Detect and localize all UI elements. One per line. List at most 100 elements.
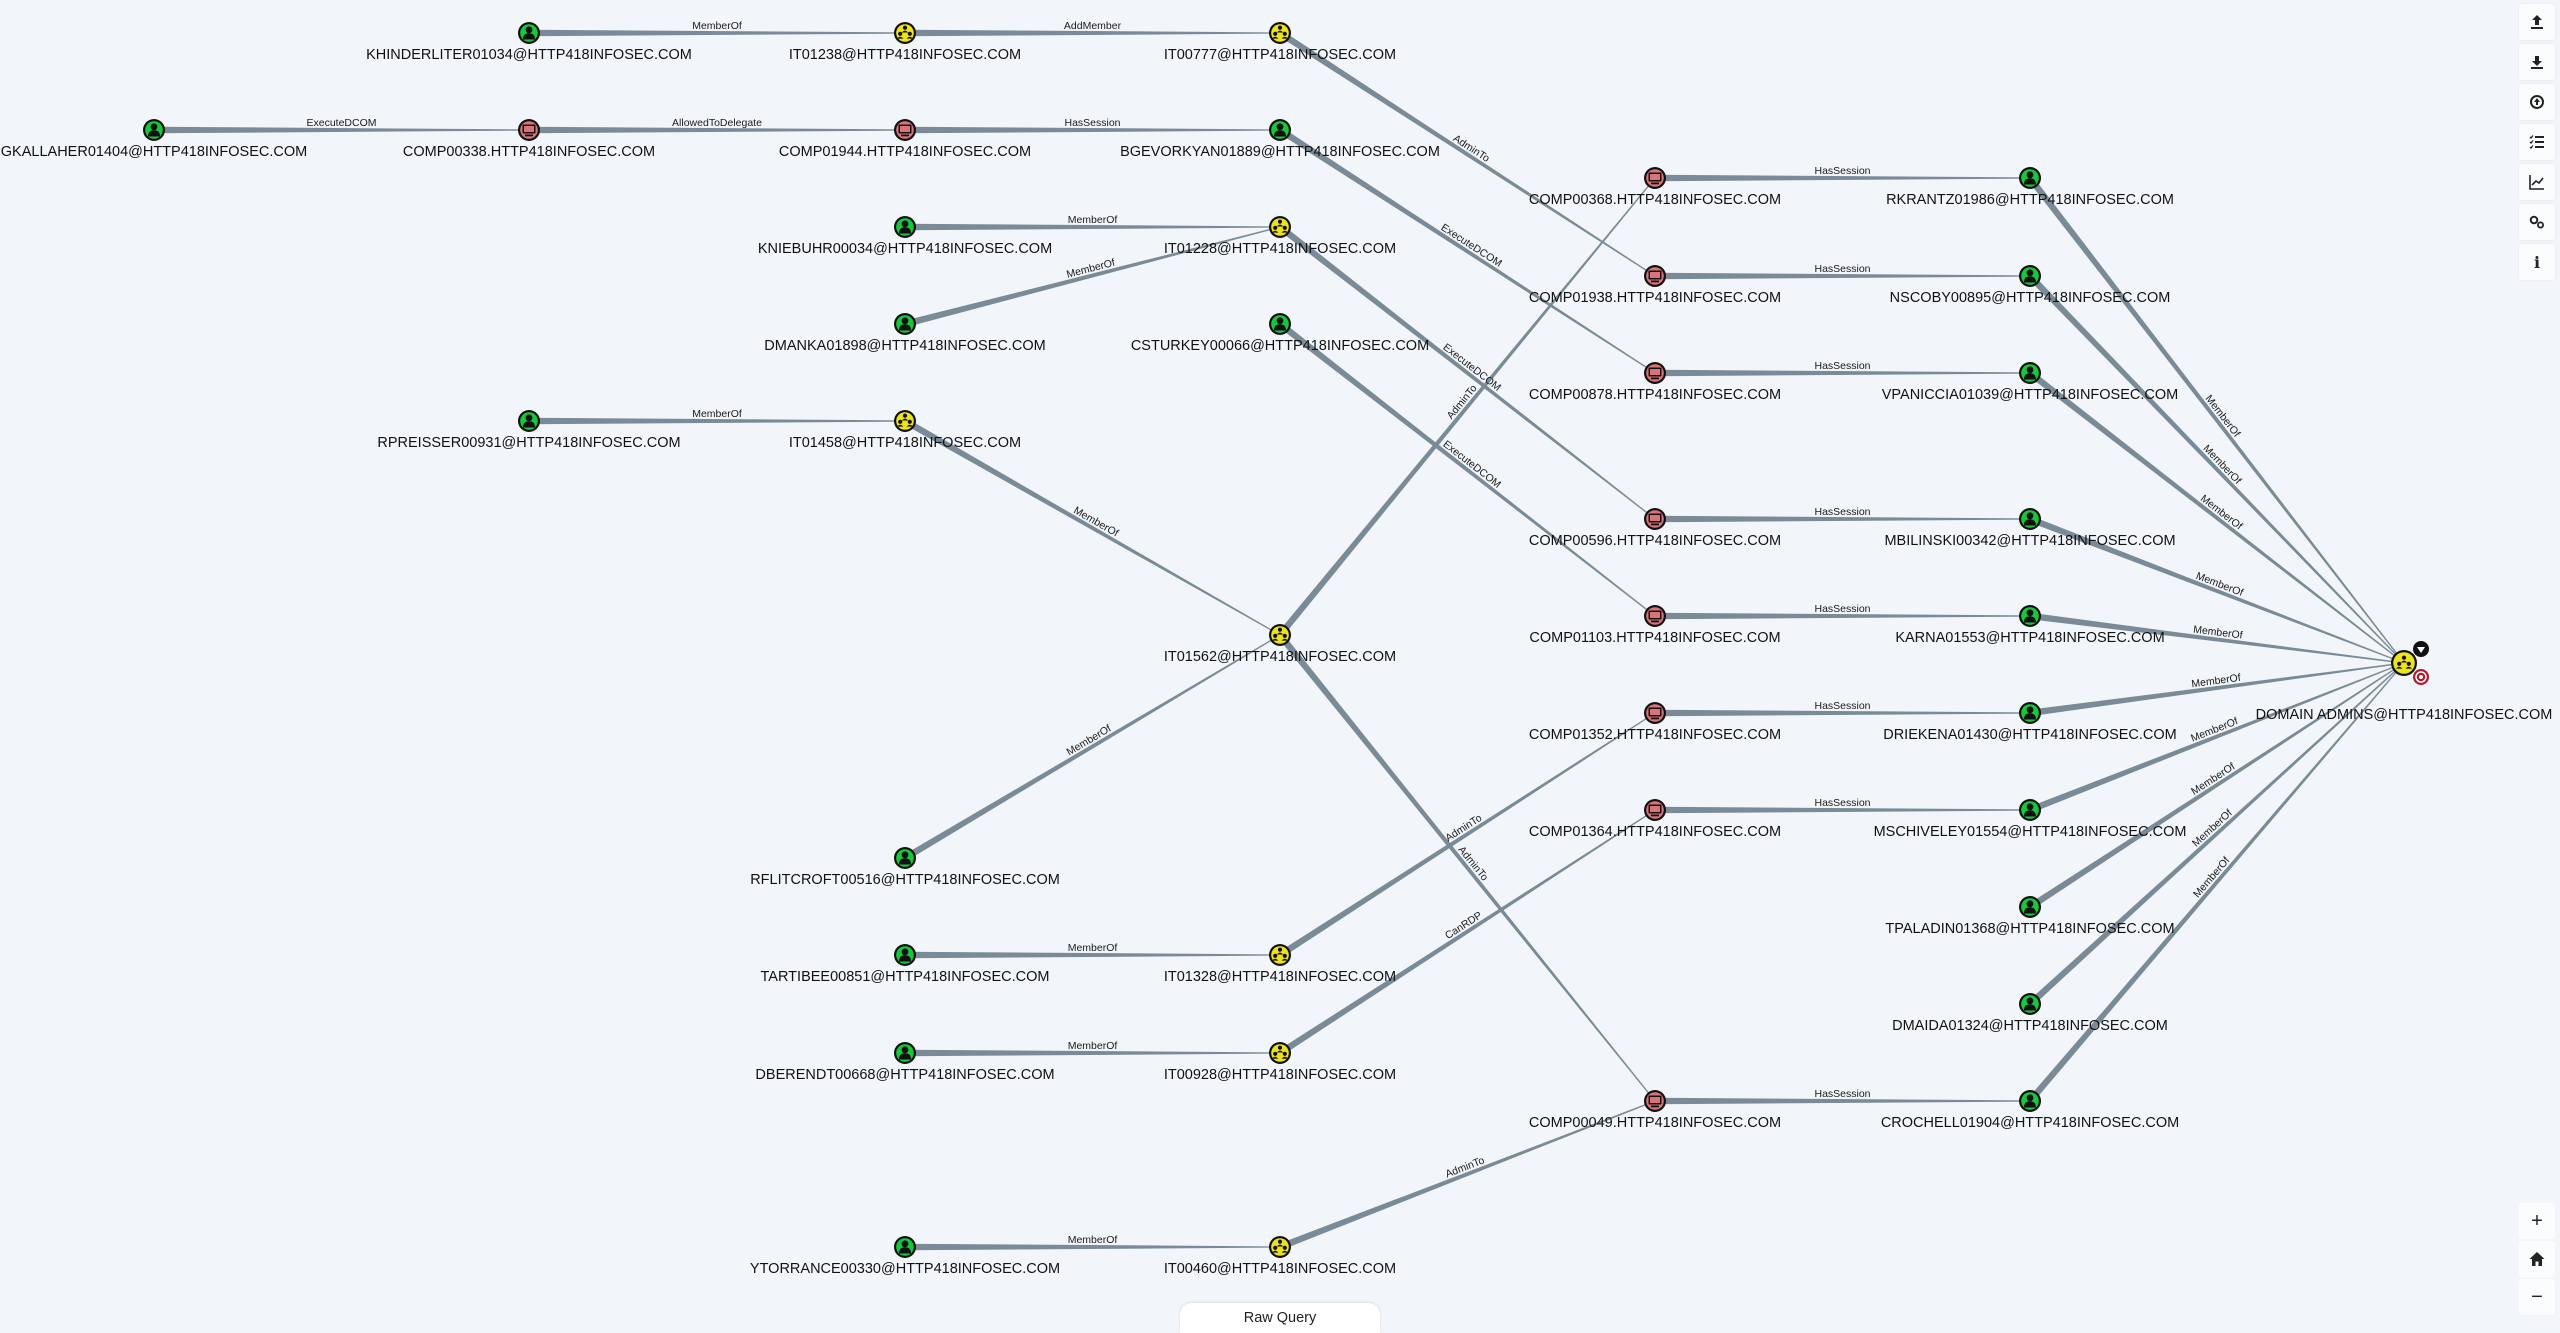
graph-node-computer[interactable]: COMP01103.HTTP418INFOSEC.COM <box>1529 605 1781 646</box>
graph-edge[interactable] <box>1655 174 2030 182</box>
graph-edge[interactable] <box>1655 806 2030 814</box>
upload-button[interactable] <box>2519 4 2555 40</box>
graph-edge[interactable] <box>1655 1097 2030 1105</box>
info-button[interactable]: i <box>2519 244 2555 280</box>
graph-node-group[interactable]: IT01458@HTTP418INFOSEC.COM <box>789 410 1021 451</box>
graph-edge[interactable] <box>1277 177 1656 638</box>
graph-node-computer[interactable]: COMP00368.HTTP418INFOSEC.COM <box>1529 167 1781 208</box>
graph-node-group[interactable]: IT01228@HTTP418INFOSEC.COM <box>1164 216 1396 257</box>
graph-edge[interactable] <box>2029 662 2405 717</box>
download-button[interactable] <box>2519 44 2555 80</box>
graph-edge[interactable] <box>1278 127 1656 374</box>
graph-edge[interactable] <box>1278 809 1656 1056</box>
graph-node-user[interactable]: YTORRANCE00330@HTTP418INFOSEC.COM <box>750 1236 1060 1277</box>
graph-edge[interactable] <box>1277 321 1656 617</box>
graph-node-user[interactable]: BGEVORKYAN01889@HTTP418INFOSEC.COM <box>1120 119 1440 160</box>
graph-edge[interactable] <box>2029 612 2405 664</box>
graph-edge[interactable] <box>2027 175 2405 664</box>
graph-node-user[interactable]: RKRANTZ01986@HTTP418INFOSEC.COM <box>1886 167 2174 208</box>
graph-node-computer[interactable]: COMP01352.HTTP418INFOSEC.COM <box>1529 702 1781 743</box>
graph-node-group[interactable]: IT00460@HTTP418INFOSEC.COM <box>1164 1236 1396 1277</box>
graph-node-user[interactable]: KARNA01553@HTTP418INFOSEC.COM <box>1895 605 2165 646</box>
graph-edge[interactable] <box>2027 662 2405 1007</box>
edge-label: MemberOf <box>2203 393 2243 440</box>
graph-edge[interactable] <box>529 29 905 37</box>
graph-edge[interactable] <box>2027 370 2405 664</box>
graph-edge[interactable] <box>905 29 1280 37</box>
edge-label: MemberOf <box>2198 493 2245 533</box>
graph-node-computer[interactable]: COMP01944.HTTP418INFOSEC.COM <box>779 119 1031 160</box>
graph-edge[interactable] <box>905 1049 1280 1057</box>
gears-button[interactable] <box>2519 204 2555 240</box>
graph-edge[interactable] <box>903 418 1281 636</box>
graph-node-group[interactable]: IT01328@HTTP418INFOSEC.COM <box>1164 944 1396 985</box>
graph-node-computer[interactable]: COMP00049.HTTP418INFOSEC.COM <box>1529 1090 1781 1131</box>
graph-node-group[interactable]: IT00928@HTTP418INFOSEC.COM <box>1164 1042 1396 1083</box>
graph-edge[interactable] <box>2027 662 2405 1104</box>
computer-icon <box>1644 362 1666 384</box>
filter-list-button[interactable] <box>2519 124 2555 160</box>
graph-node-group[interactable]: IT01238@HTTP418INFOSEC.COM <box>789 22 1021 63</box>
graph-node-computer[interactable]: COMP01364.HTTP418INFOSEC.COM <box>1529 799 1781 840</box>
zoom-controls: + − <box>2514 1203 2560 1317</box>
graph-node-user[interactable]: DBERENDT00668@HTTP418INFOSEC.COM <box>755 1042 1055 1083</box>
graph-edge[interactable] <box>2027 273 2405 664</box>
graph-edge[interactable] <box>903 634 1281 861</box>
graph-edge[interactable] <box>154 126 529 134</box>
graph-node-user[interactable]: RFLITCROFT00516@HTTP418INFOSEC.COM <box>750 847 1060 888</box>
graph-edge[interactable] <box>1277 224 1656 520</box>
graph-edge[interactable] <box>1277 632 1656 1102</box>
chart-button[interactable] <box>2519 164 2555 200</box>
graph-edge[interactable] <box>529 417 905 425</box>
graph-node-user[interactable]: MSCHIVELEY01554@HTTP418INFOSEC.COM <box>1874 799 2187 840</box>
graph-edge[interactable] <box>1655 515 2030 523</box>
graph-edge[interactable] <box>1655 272 2030 280</box>
graph-edge[interactable] <box>1655 709 2030 717</box>
graph-edge[interactable] <box>529 126 905 134</box>
graph-edge[interactable] <box>905 126 1280 134</box>
graph-node-computer[interactable]: COMP00596.HTTP418INFOSEC.COM <box>1529 508 1781 549</box>
graph-edge[interactable] <box>2028 662 2405 910</box>
graph-node-group[interactable]: IT01562@HTTP418INFOSEC.COM <box>1164 624 1396 665</box>
raw-query-tab[interactable]: Raw Query <box>1180 1303 1380 1333</box>
graph-node-user[interactable]: TPALADIN01368@HTTP418INFOSEC.COM <box>1885 896 2175 937</box>
graph-node-user[interactable]: RPREISSER00931@HTTP418INFOSEC.COM <box>377 410 681 451</box>
graph-node-user[interactable]: KNIEBUHR00034@HTTP418INFOSEC.COM <box>758 216 1052 257</box>
graph-edge[interactable] <box>1278 712 1656 958</box>
graph-node-user[interactable]: DMANKA01898@HTTP418INFOSEC.COM <box>764 313 1046 354</box>
graph-edge[interactable] <box>1278 1100 1656 1251</box>
graph-edge[interactable] <box>904 226 1281 328</box>
graph-node-group[interactable]: IT00777@HTTP418INFOSEC.COM <box>1164 22 1396 63</box>
settings-button[interactable] <box>2519 84 2555 120</box>
edge-label: ExecuteDCOM <box>306 117 376 129</box>
zoom-out-button[interactable]: − <box>2519 1279 2555 1315</box>
graph-node-computer[interactable]: COMP01938.HTTP418INFOSEC.COM <box>1529 265 1781 306</box>
graph-edge[interactable] <box>2028 515 2405 664</box>
reset-view-button[interactable] <box>2519 1241 2555 1277</box>
graph-edge[interactable] <box>1655 612 2030 620</box>
graph-node-user[interactable]: CROCHELL01904@HTTP418INFOSEC.COM <box>1881 1090 2179 1131</box>
computer-icon <box>1644 508 1666 530</box>
graph-node-user[interactable]: TARTIBEE00851@HTTP418INFOSEC.COM <box>761 944 1050 985</box>
graph-edge[interactable] <box>2028 662 2405 814</box>
graph-node-user[interactable]: DMAIDA01324@HTTP418INFOSEC.COM <box>1892 993 2168 1034</box>
edge-label: MemberOf <box>692 408 742 420</box>
graph-node-computer[interactable]: COMP00338.HTTP418INFOSEC.COM <box>403 119 655 160</box>
graph-edge[interactable] <box>905 951 1280 959</box>
zoom-in-button[interactable]: + <box>2519 1203 2555 1239</box>
graph-node-user[interactable]: KHINDERLITER01034@HTTP418INFOSEC.COM <box>366 22 692 63</box>
graph-edge[interactable] <box>1278 30 1656 277</box>
graph-edge[interactable] <box>905 1243 1280 1251</box>
graph-edge[interactable] <box>905 223 1280 231</box>
graph-node-user[interactable]: GKALLAHER01404@HTTP418INFOSEC.COM <box>1 119 307 160</box>
graph-node-user[interactable]: VPANICCIA01039@HTTP418INFOSEC.COM <box>1882 362 2178 403</box>
graph-node-user[interactable]: MBILINSKI00342@HTTP418INFOSEC.COM <box>1884 508 2176 549</box>
graph-edge[interactable] <box>1655 369 2030 377</box>
graph-node-user[interactable]: CSTURKEY00066@HTTP418INFOSEC.COM <box>1131 313 1429 354</box>
edge-line <box>903 418 1281 636</box>
graph-node-user[interactable]: NSCOBY00895@HTTP418INFOSEC.COM <box>1890 265 2171 306</box>
graph-node-computer[interactable]: COMP00878.HTTP418INFOSEC.COM <box>1529 362 1781 403</box>
graph-node-group[interactable]: DOMAIN ADMINS@HTTP418INFOSEC.COM <box>2256 641 2553 723</box>
graph-node-user[interactable]: DRIEKENA01430@HTTP418INFOSEC.COM <box>1883 702 2177 743</box>
